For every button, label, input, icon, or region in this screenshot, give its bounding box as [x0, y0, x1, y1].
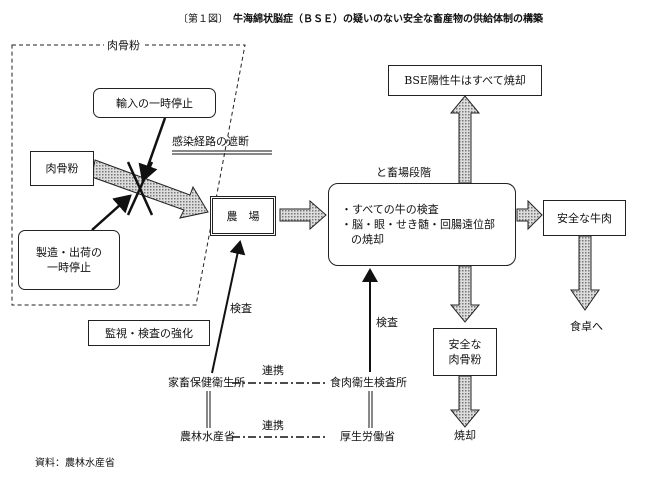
box-line: 肉骨粉: [448, 353, 482, 366]
livestock-health-office: 家畜保健衛生所: [168, 376, 245, 389]
cut-route-label: 感染経路の遮断: [172, 135, 249, 148]
inspection-left-label: 検査: [230, 302, 252, 315]
group-dashed-border: [11, 44, 246, 306]
incinerate-label: 焼却: [454, 429, 476, 442]
figure-number: 〔第１図〕: [178, 14, 223, 25]
import-stop-arrow: [138, 117, 167, 183]
manufacture-stop-arrow: [91, 194, 132, 231]
slaughter-stage-label: と畜場段階: [376, 166, 431, 179]
mhlw-label: 厚生労働省: [340, 430, 395, 443]
slaughter-to-meal-arrow: [449, 265, 481, 323]
beef-to-table-arrow: [570, 235, 600, 311]
farm-box: 農 場: [210, 196, 276, 236]
source-note: 資料：農林水産省: [35, 458, 115, 469]
figure-title-text: 牛海綿状脳症（ＢＳＥ）の疑いのない安全な畜産物の供給体制の構築: [233, 14, 543, 25]
import-stop-box: 輸入の一時停止: [93, 88, 216, 118]
box-line: 安全な: [448, 338, 482, 351]
inspection-right-label: 検査: [376, 316, 398, 329]
farm-to-slaughter-arrow: [279, 199, 327, 231]
box-line: 一時停止: [47, 261, 91, 274]
maff-label: 農林水産省: [180, 430, 235, 443]
meat-inspection-office: 食肉衛生検査所: [330, 376, 407, 389]
to-table-label: 食卓へ: [570, 320, 603, 333]
box-line: ・すべての牛の検査: [341, 203, 439, 216]
slaughter-box: ・すべての牛の検査 ・脳・眼・せき髄・回腸遠位部 の焼却: [328, 183, 516, 266]
box-line: 製造・出荷の: [36, 246, 102, 259]
meal-to-farm-arrow: [91, 159, 209, 219]
group-label: 肉骨粉: [104, 39, 143, 53]
slaughter-to-beef-arrow: [516, 199, 543, 231]
bse-positive-box: BSE陽性牛はすべて焼却: [388, 65, 542, 96]
meal-to-incinerate-arrow: [449, 375, 481, 428]
meat-bone-meal-box: 肉骨粉: [30, 151, 94, 186]
figure-title: 〔第１図〕 牛海綿状脳症（ＢＳＥ）の疑いのない安全な畜産物の供給体制の構築: [178, 13, 543, 27]
box-line: ・脳・眼・せき髄・回腸遠位部: [341, 218, 495, 231]
manufacture-stop-box: 製造・出荷の一時停止: [18, 230, 120, 290]
box-line: の焼却: [351, 233, 384, 246]
safe-meal-box: 安全な肉骨粉: [433, 328, 497, 376]
cooperation-label-1: 連携: [262, 364, 284, 377]
monitoring-box: 監視・検査の強化: [88, 320, 210, 346]
cooperation-label-2: 連携: [262, 419, 284, 432]
safe-beef-box: 安全な牛肉: [543, 200, 626, 236]
slaughter-to-bse-arrow: [449, 95, 481, 184]
inspection-left-arrow: [211, 240, 246, 374]
